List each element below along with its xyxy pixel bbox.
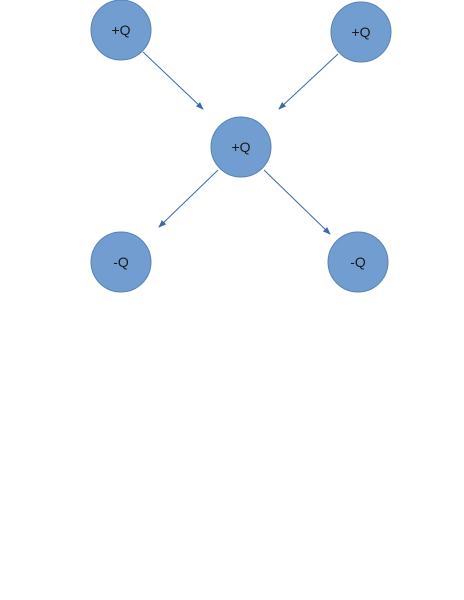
charge-top-right-label: +Q	[351, 24, 370, 40]
charge-bottom-right: -Q	[327, 231, 389, 293]
charge-top-left-label: +Q	[111, 22, 130, 38]
force-arrow-center-to-bottom-left	[158, 169, 219, 228]
charge-top-right: +Q	[330, 1, 392, 63]
charge-top-left: +Q	[90, 0, 152, 61]
force-arrow-top-left-to-center	[142, 51, 204, 110]
charge-bottom-left-label: -Q	[113, 254, 129, 270]
charge-center-label: +Q	[231, 139, 250, 155]
charge-bottom-left: -Q	[90, 231, 152, 293]
force-arrow-center-to-bottom-right	[263, 169, 331, 235]
force-arrow-top-right-to-center	[278, 53, 339, 110]
charge-center: +Q	[210, 116, 272, 178]
charge-bottom-right-label: -Q	[350, 254, 366, 270]
